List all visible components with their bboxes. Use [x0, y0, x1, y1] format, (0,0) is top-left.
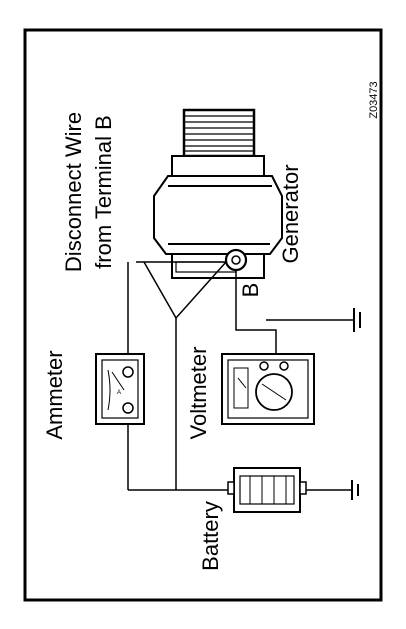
generator-pulley: [182, 108, 256, 158]
svg-text:A: A: [117, 390, 121, 396]
battery: [227, 467, 307, 513]
wiring: [127, 261, 361, 500]
instruction-label-line1: Disconnect Wire: [61, 112, 86, 272]
voltmeter-label: Voltmeter: [186, 347, 211, 440]
ammeter-terminal-top: [122, 366, 134, 378]
ammeter-terminal-bottom: [122, 402, 134, 414]
battery-post-positive: [227, 481, 235, 495]
generator-label: Generator: [278, 164, 303, 263]
ammeter-label: Ammeter: [42, 350, 67, 439]
terminal-b-label: B: [238, 283, 263, 298]
generator-housing: [153, 175, 283, 255]
voltmeter-terminal-right: [279, 361, 289, 371]
wire-terminal-b-voltmeter: [235, 270, 277, 360]
battery-post-negative: [299, 481, 307, 495]
figure-id-label: Z03473: [368, 81, 380, 118]
ammeter: A: [95, 353, 145, 425]
battery-label: Battery: [198, 501, 223, 571]
generator-neck: [171, 155, 265, 177]
generator: [153, 108, 283, 279]
instruction-label-line2: from Terminal B: [91, 115, 116, 269]
voltmeter-terminal-left: [259, 361, 269, 371]
figure-border: [23, 28, 383, 602]
voltmeter: [221, 353, 315, 425]
